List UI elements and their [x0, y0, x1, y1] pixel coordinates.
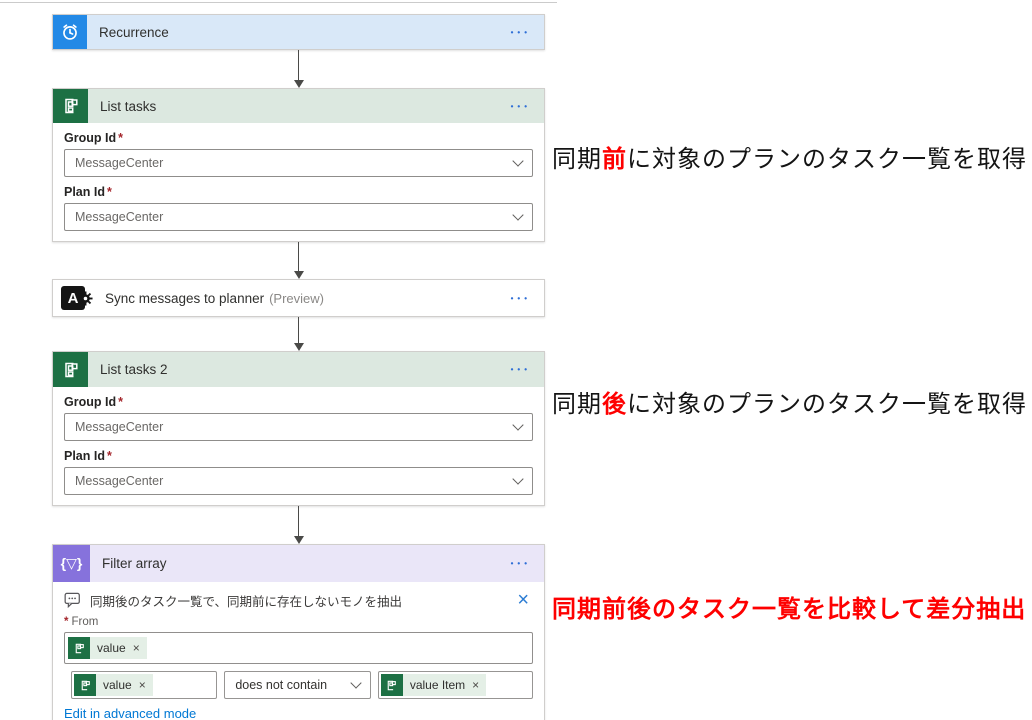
list-tasks-card-body: Group Id* MessageCenter Plan Id* Message…	[53, 123, 544, 241]
card-title: List tasks	[100, 98, 157, 114]
operator-select[interactable]: does not contain	[224, 671, 371, 699]
list-tasks-2-card: List tasks 2 ••• Group Id* MessageCenter…	[52, 351, 545, 506]
connector-arrow	[52, 317, 545, 351]
connector-arrow	[52, 506, 545, 544]
dynamic-content-token[interactable]: value Item ×	[380, 674, 487, 696]
condition-left-field[interactable]: value ×	[71, 671, 218, 699]
required-asterisk: *	[64, 616, 69, 628]
custom-connector-icon: A	[59, 283, 95, 313]
plan-id-select[interactable]: MessageCenter	[64, 467, 533, 495]
more-menu-icon[interactable]: •••	[510, 101, 531, 111]
annotation-before-sync: 同期前に対象のプランのタスク一覧を取得	[552, 146, 1027, 173]
card-title: Filter array	[102, 556, 167, 571]
token-planner-icon	[68, 637, 90, 659]
select-value: MessageCenter	[75, 210, 164, 224]
recurrence-card: Recurrence •••	[52, 14, 545, 50]
select-value: MessageCenter	[75, 474, 164, 488]
token-remove-icon[interactable]: ×	[472, 678, 480, 692]
field-label: Plan Id*	[64, 185, 112, 199]
annotation-highlight: 後	[602, 391, 627, 418]
note-row: 同期後のタスク一覧で、同期前に存在しないモノを抽出 ×	[64, 588, 533, 612]
condition-row: value × does not contain	[71, 671, 534, 699]
from-field[interactable]: value ×	[64, 632, 533, 664]
list-tasks-card-header[interactable]: List tasks •••	[53, 89, 544, 123]
dynamic-content-token[interactable]: value ×	[74, 674, 153, 696]
edit-advanced-mode-link[interactable]: Edit in advanced mode	[64, 706, 197, 720]
required-asterisk: *	[118, 395, 123, 409]
token-planner-icon	[74, 674, 96, 696]
list-tasks-card: List tasks ••• Group Id* MessageCenter P…	[52, 88, 545, 242]
condition-right-field[interactable]: value Item ×	[377, 671, 534, 699]
connector-arrow	[52, 50, 545, 88]
card-title: Recurrence	[99, 24, 169, 40]
token-label: value	[103, 678, 132, 692]
note-text: 同期後のタスク一覧で、同期前に存在しないモノを抽出	[90, 594, 403, 609]
chevron-down-icon	[512, 473, 524, 485]
token-remove-icon[interactable]: ×	[138, 678, 146, 692]
alarm-clock-icon	[53, 15, 87, 49]
flow-column: Recurrence ••• List tasks •••	[52, 14, 545, 720]
chevron-down-icon	[512, 419, 524, 431]
group-id-select[interactable]: MessageCenter	[64, 413, 533, 441]
gear-icon	[78, 291, 93, 306]
sync-messages-card[interactable]: A Sync messages to planner (Preview)	[52, 279, 545, 317]
planner-icon	[53, 352, 88, 387]
comment-icon	[64, 592, 80, 608]
group-id-select[interactable]: MessageCenter	[64, 149, 533, 177]
select-value: does not contain	[235, 678, 328, 692]
more-menu-icon[interactable]: •••	[510, 293, 531, 303]
list-tasks-2-card-header[interactable]: List tasks 2 •••	[53, 352, 544, 387]
chevron-down-icon	[512, 209, 524, 221]
more-menu-icon[interactable]: •••	[510, 559, 531, 568]
chevron-down-icon	[512, 155, 524, 167]
field-label: Group Id*	[64, 395, 123, 409]
select-value: MessageCenter	[75, 156, 164, 170]
chevron-down-icon	[350, 677, 362, 689]
required-asterisk: *	[106, 449, 112, 463]
required-asterisk: *	[118, 131, 123, 145]
planner-icon	[53, 89, 88, 123]
connector-arrow	[52, 242, 545, 279]
preview-badge: (Preview)	[269, 290, 324, 306]
more-menu-icon[interactable]: •••	[510, 27, 531, 37]
select-value: MessageCenter	[75, 420, 164, 434]
more-menu-icon[interactable]: •••	[510, 365, 531, 374]
from-label: *From	[64, 616, 99, 628]
annotation-after-sync: 同期後に対象のプランのタスク一覧を取得	[552, 391, 1027, 418]
token-label: value	[97, 641, 126, 655]
token-label: value Item	[409, 678, 466, 692]
field-label: Plan Id*	[64, 449, 112, 463]
field-label: Group Id*	[64, 131, 123, 145]
token-remove-icon[interactable]: ×	[132, 641, 140, 655]
filter-array-card: {▽} Filter array ••• 同期後のタスク一覧で、同期前に存在しな…	[52, 544, 545, 720]
dynamic-content-token[interactable]: value ×	[68, 637, 147, 659]
required-asterisk: *	[106, 185, 112, 199]
filter-array-card-header[interactable]: {▽} Filter array •••	[53, 545, 544, 582]
filter-array-card-body: 同期後のタスク一覧で、同期前に存在しないモノを抽出 × *From	[53, 582, 544, 720]
plan-id-select[interactable]: MessageCenter	[64, 203, 533, 231]
card-title: Sync messages to planner	[105, 290, 265, 306]
list-tasks-2-card-body: Group Id* MessageCenter Plan Id* Message…	[53, 387, 544, 505]
canvas-top-border	[0, 2, 557, 3]
filter-icon: {▽}	[53, 545, 90, 582]
recurrence-card-header[interactable]: Recurrence •••	[53, 15, 544, 49]
annotation-diff-extract: 同期前後のタスク一覧を比較して差分抽出	[552, 596, 1027, 623]
close-icon[interactable]: ×	[517, 589, 529, 611]
annotation-highlight: 前	[602, 146, 627, 173]
card-title: List tasks 2	[100, 362, 168, 377]
token-planner-icon	[380, 674, 403, 696]
